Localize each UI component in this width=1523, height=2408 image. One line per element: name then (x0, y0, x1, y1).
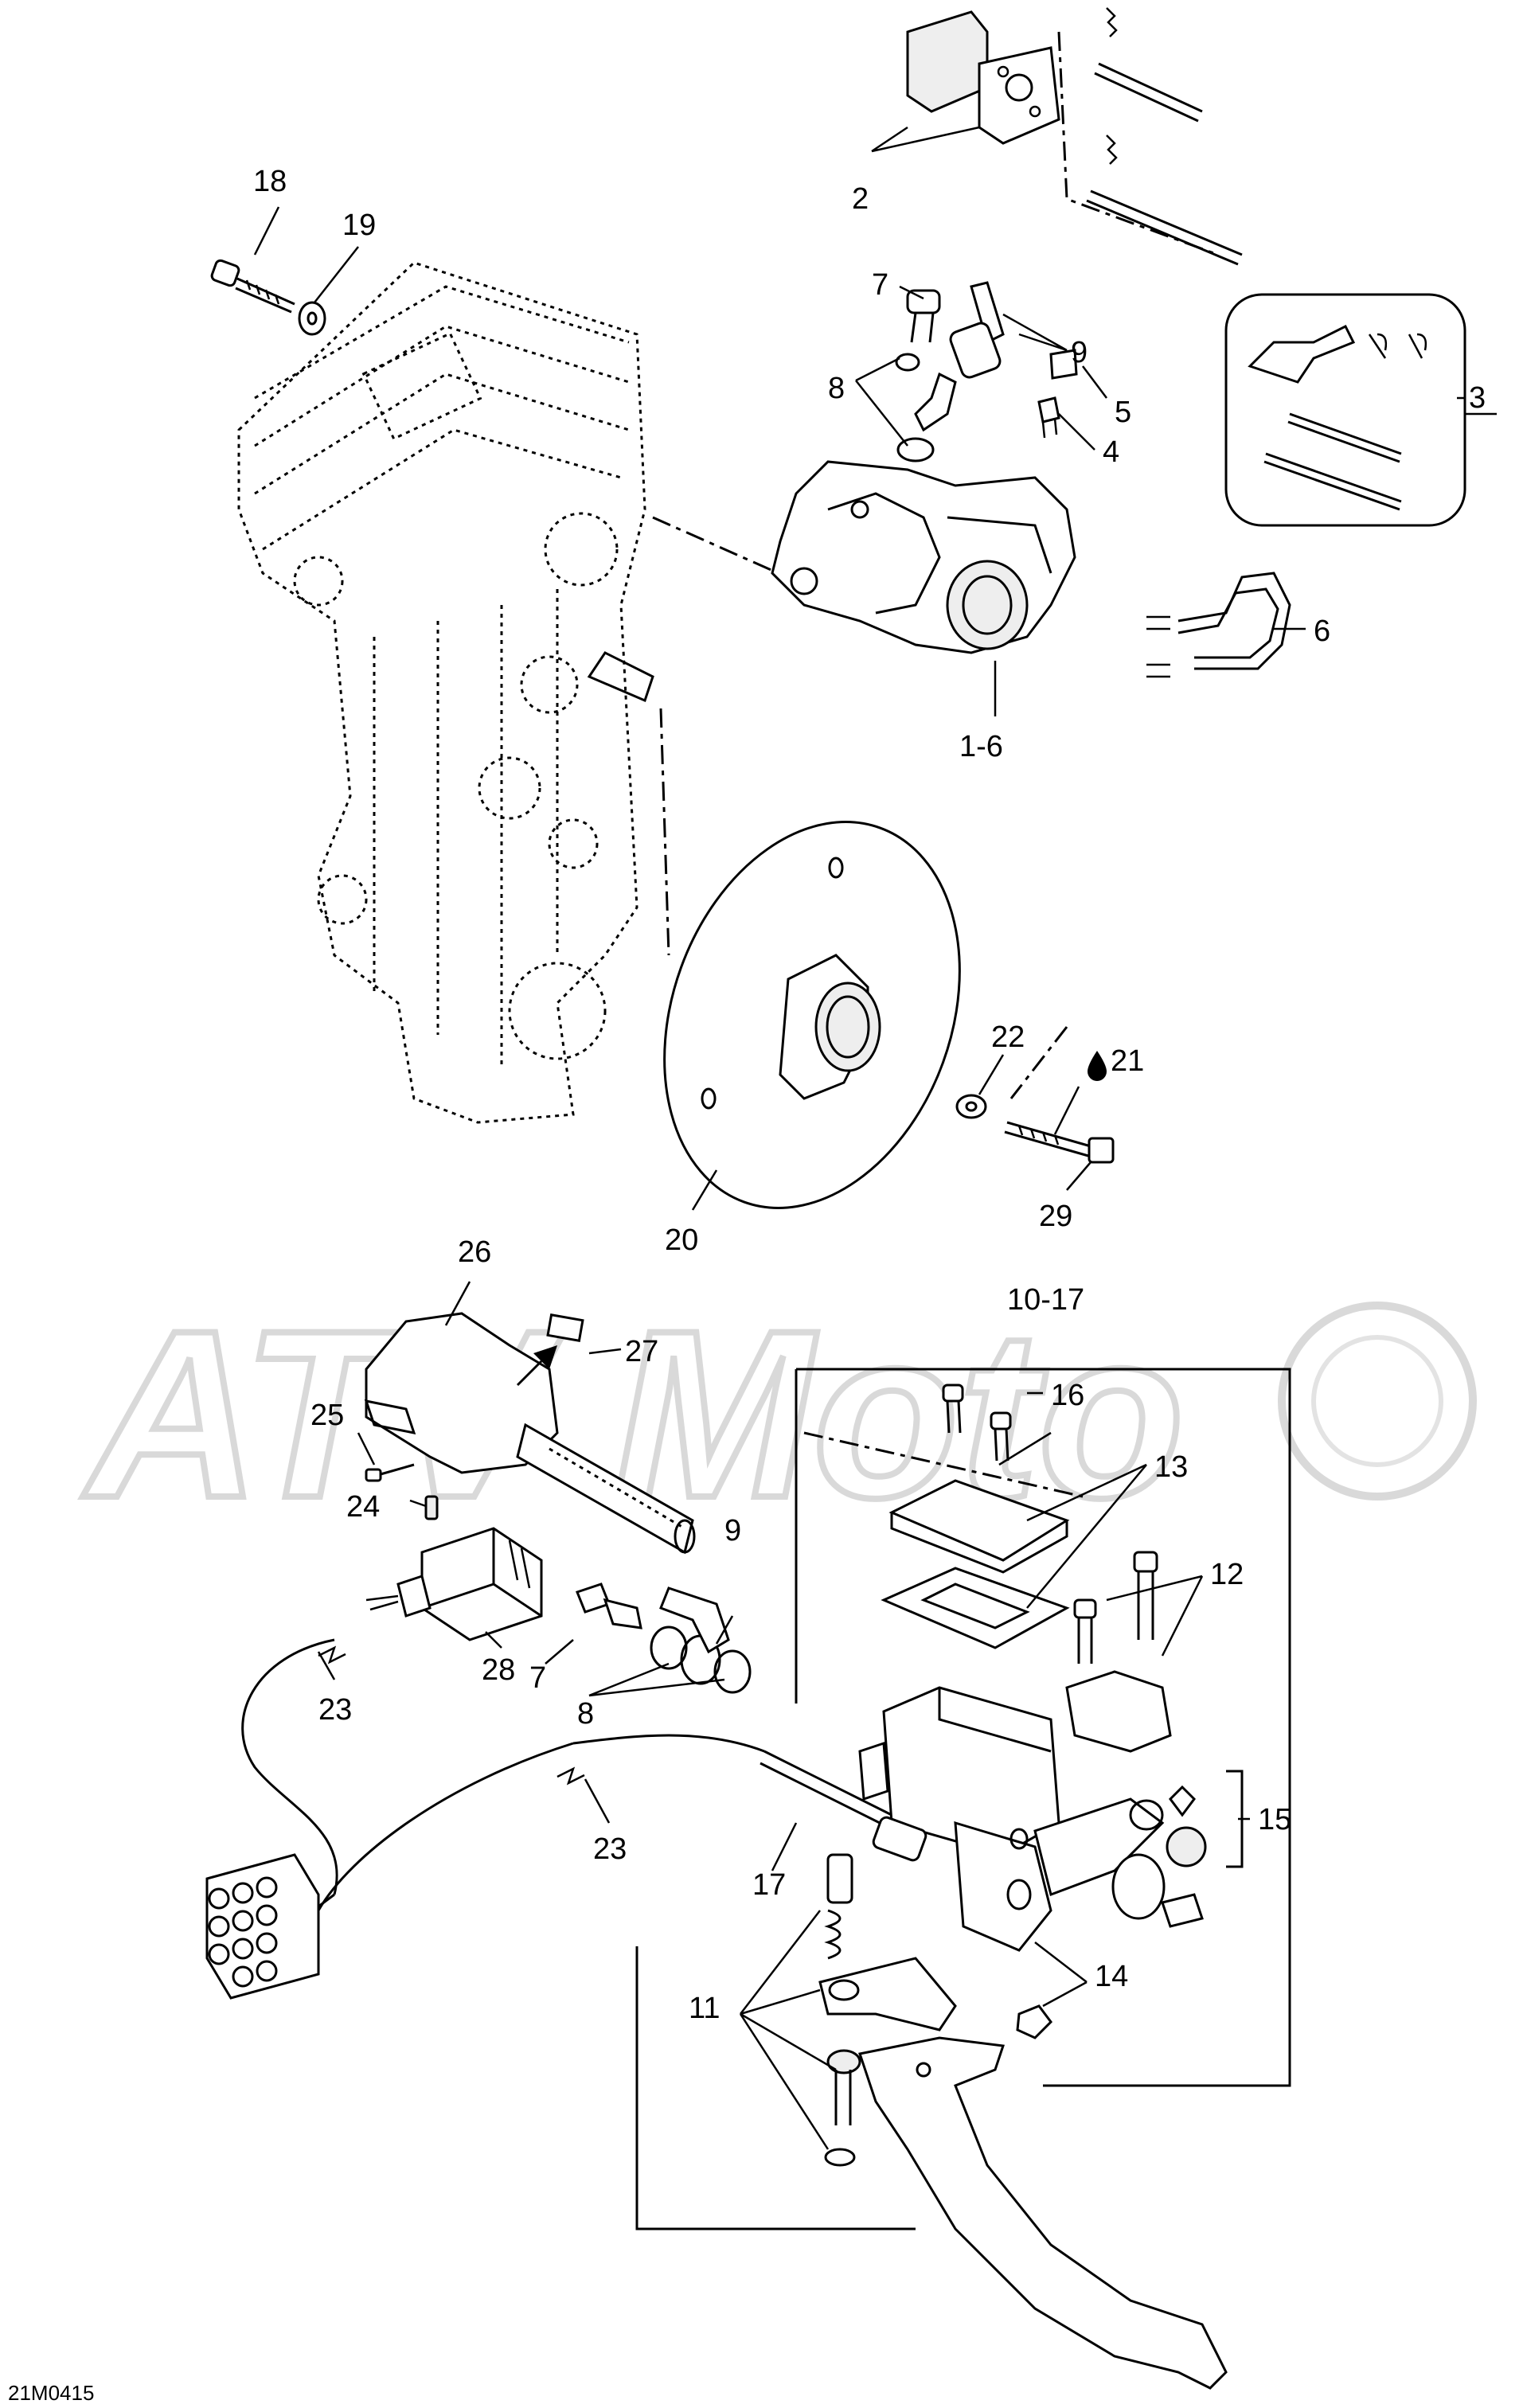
clamp-bolts-12 (1065, 1551, 1172, 1753)
label-27 (516, 1313, 584, 1387)
brake-disc-20 (663, 821, 961, 1209)
callout-5: 5 (1115, 396, 1131, 429)
callout-21: 21 (1111, 1044, 1144, 1078)
callout-19: 19 (342, 209, 376, 242)
callout-28: 28 (482, 1653, 515, 1687)
callout-labels: 2 3 7 8 9 5 4 6 1-6 18 19 22 21 29 20 26… (253, 165, 1486, 2025)
washers-8-top (895, 353, 935, 462)
dust-boot (1111, 1853, 1204, 1928)
screw-25 (365, 1463, 415, 1482)
gearbox-housing (237, 261, 654, 1124)
banjo-bolt-7-bottom (576, 1583, 642, 1629)
kit-box-3 (1224, 293, 1497, 527)
callout-3: 3 (1469, 381, 1486, 415)
callout-22: 22 (991, 1021, 1025, 1054)
crossover-tube-6 (1146, 572, 1291, 678)
callout-29: 29 (1039, 1200, 1072, 1233)
callout-4: 4 (1103, 435, 1119, 469)
callout-23-left: 23 (318, 1693, 352, 1727)
callout-8-bottom: 8 (577, 1697, 594, 1731)
callout-15: 15 (1258, 1803, 1291, 1836)
callout-14: 14 (1095, 1960, 1128, 1993)
callout-9-top: 9 (1071, 336, 1088, 369)
switch-housing-26 (364, 1312, 696, 1555)
hose-fitting-9-top (914, 281, 1005, 432)
callout-2: 2 (852, 182, 869, 216)
brake-pads-2 (906, 10, 1060, 145)
callout-25: 25 (310, 1399, 344, 1432)
callout-7-bottom: 7 (529, 1661, 546, 1695)
pad-pins (1086, 7, 1243, 266)
callout-1-6: 1-6 (959, 730, 1003, 763)
callout-26: 26 (458, 1235, 491, 1269)
bleeder-screw-4 (1037, 396, 1060, 439)
callout-13: 13 (1154, 1450, 1188, 1484)
callout-23-right: 23 (593, 1832, 627, 1866)
callout-18: 18 (253, 165, 287, 198)
callout-16: 16 (1051, 1379, 1084, 1412)
switch-28 (365, 1527, 543, 1641)
nuts-14 (1016, 2004, 1052, 2039)
callout-24: 24 (346, 1490, 380, 1524)
callout-9-bottom: 9 (724, 1514, 741, 1547)
oil-drop-icon (1088, 1051, 1107, 1081)
brake-caliper (771, 460, 1076, 654)
screws-16 (942, 1384, 1012, 1462)
bleeder-cap-5 (1049, 349, 1078, 380)
cover-gasket-13 (881, 1479, 1070, 1649)
banjo-bolt-7-top (906, 289, 941, 343)
washer-22 (955, 1094, 987, 1119)
washer-19 (298, 301, 326, 336)
connector (205, 1853, 320, 2000)
hose-fitting-9-bottom (659, 1586, 730, 1654)
master-cylinder-frame (635, 1368, 1291, 2230)
watermark: ATV Moto (77, 1277, 1477, 1551)
bolt-29 (1004, 1121, 1115, 1164)
callout-8-top: 8 (828, 372, 845, 405)
bolt-18 (210, 259, 295, 314)
callout-7-top: 7 (872, 268, 888, 302)
lever-hardware-11 (818, 1853, 957, 2167)
callout-20: 20 (665, 1224, 698, 1257)
callout-27: 27 (625, 1335, 658, 1368)
brake-lever (858, 2036, 1228, 2390)
setscrew-24 (424, 1495, 439, 1520)
callout-6: 6 (1314, 615, 1330, 648)
callout-17: 17 (752, 1868, 786, 1902)
master-cylinder-body (858, 1686, 1165, 1952)
drawing-code: 21M0415 (8, 2381, 94, 2405)
callout-11: 11 (689, 1992, 720, 2025)
switch-17 (760, 1750, 927, 1862)
callout-12: 12 (1210, 1558, 1244, 1591)
leader-lines (253, 126, 1465, 2150)
callout-10-17: 10-17 (1007, 1283, 1084, 1317)
wire-harness (241, 1638, 765, 1920)
